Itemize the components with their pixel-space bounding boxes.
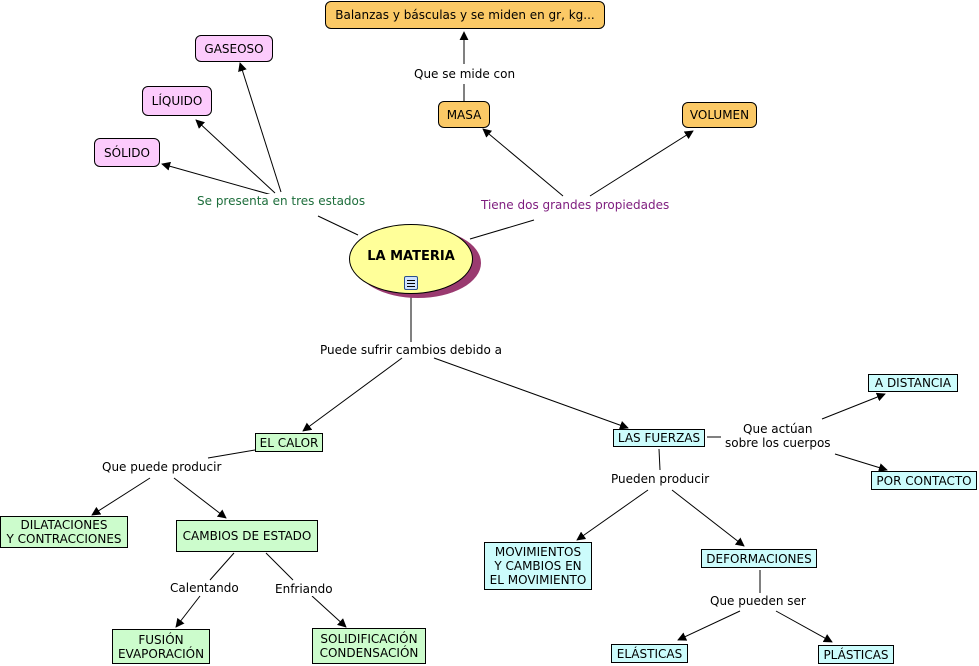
actuan-line-2: sobre los cuerpos [725, 436, 831, 450]
link-cambios-enfriando [265, 552, 294, 581]
arrow-to-solidificacion [311, 595, 347, 628]
node-fusion-evaporacion[interactable]: FUSIÓN EVAPORACIÓN [112, 629, 210, 664]
arrow-to-dilataciones [91, 477, 151, 516]
arrow-to-plasticas [775, 610, 833, 643]
node-el-calor[interactable]: EL CALOR [255, 433, 323, 452]
link-label-se-mide[interactable]: Que se mide con [412, 67, 518, 81]
movimientos-line-2: Y CAMBIOS EN [494, 559, 582, 573]
arrow-to-gaseoso [238, 62, 282, 193]
link-fuerzas-producir [658, 448, 661, 471]
link-center-propiedades [469, 219, 535, 240]
node-masa[interactable]: MASA [438, 101, 490, 128]
arrow-to-a-distancia [821, 392, 886, 420]
node-por-contacto[interactable]: POR CONTACTO [871, 471, 977, 490]
arrow-to-solido [161, 161, 273, 196]
fusion-line-2: EVAPORACIÓN [117, 646, 205, 661]
arrow-to-masa [482, 128, 564, 197]
link-label-cambios[interactable]: Puede sufrir cambios debido a [318, 343, 505, 357]
node-solido[interactable]: SÓLIDO [94, 138, 160, 167]
arrow-to-fusion [175, 595, 201, 628]
arrow-to-fuerzas [433, 357, 629, 430]
link-label-actuan[interactable]: Que actúan sobre los cuerpos [723, 422, 833, 450]
movimientos-line-3: EL MOVIMIENTO [489, 573, 587, 587]
arrow-to-liquido [195, 119, 276, 194]
link-label-propiedades[interactable]: Tiene dos grandes propiedades [479, 198, 672, 212]
node-liquido[interactable]: LÍQUIDO [142, 86, 212, 116]
link-label-pueden-producir[interactable]: Pueden producir [609, 472, 712, 486]
node-solidificacion-condensacion[interactable]: SOLIDIFICACIÓN CONDENSACIÓN [312, 628, 426, 664]
link-label-enfriando[interactable]: Enfriando [273, 582, 335, 596]
node-gaseoso[interactable]: GASEOSO [195, 35, 273, 62]
arrow-to-movimientos [576, 489, 649, 541]
node-a-distancia[interactable]: A DISTANCIA [868, 374, 958, 392]
dilataciones-line-2: Y CONTRACCIONES [6, 532, 122, 546]
arrow-to-cambios-estado [173, 477, 227, 519]
node-elasticas[interactable]: ELÁSTICAS [611, 644, 688, 663]
fusion-line-1: FUSIÓN [138, 632, 184, 647]
link-label-tres-estados[interactable]: Se presenta en tres estados [195, 194, 368, 208]
arrow-to-volumen [589, 130, 694, 197]
link-calor-producir [207, 449, 256, 459]
link-label-puede-producir[interactable]: Que puede producir [100, 460, 224, 474]
arrow-to-calor [302, 357, 403, 432]
arrow-to-elasticas [677, 610, 741, 641]
center-node-la-materia[interactable]: LA MATERIA [349, 224, 473, 294]
solidificacion-line-1: SOLIDIFICACIÓN [320, 632, 418, 646]
link-cambios-calentando [209, 552, 235, 581]
dilataciones-line-1: DILATACIONES [20, 518, 108, 532]
solidificacion-line-2: CONDENSACIÓN [319, 646, 419, 660]
node-cambios-de-estado[interactable]: CAMBIOS DE ESTADO [176, 520, 318, 552]
center-title: LA MATERIA [367, 249, 455, 264]
arrow-to-por-contacto [834, 453, 888, 472]
node-balanzas[interactable]: Balanzas y básculas y se miden en gr, kg… [325, 1, 605, 29]
link-label-pueden-ser[interactable]: Que pueden ser [708, 594, 808, 608]
actuan-line-1: Que actúan [743, 422, 813, 436]
link-center-estados [317, 215, 359, 236]
node-plasticas[interactable]: PLÁSTICAS [818, 645, 894, 664]
document-resource-icon[interactable] [404, 276, 418, 290]
link-label-calentando[interactable]: Calentando [168, 581, 241, 595]
arrow-to-deformaciones [671, 489, 745, 547]
node-volumen[interactable]: VOLUMEN [682, 102, 757, 128]
node-deformaciones[interactable]: DEFORMACIONES [701, 549, 817, 568]
movimientos-line-1: MOVIMIENTOS [494, 545, 582, 559]
node-movimientos[interactable]: MOVIMIENTOS Y CAMBIOS EN EL MOVIMIENTO [484, 542, 592, 590]
node-dilataciones[interactable]: DILATACIONES Y CONTRACCIONES [0, 516, 128, 548]
node-las-fuerzas[interactable]: LAS FUERZAS [613, 429, 705, 447]
